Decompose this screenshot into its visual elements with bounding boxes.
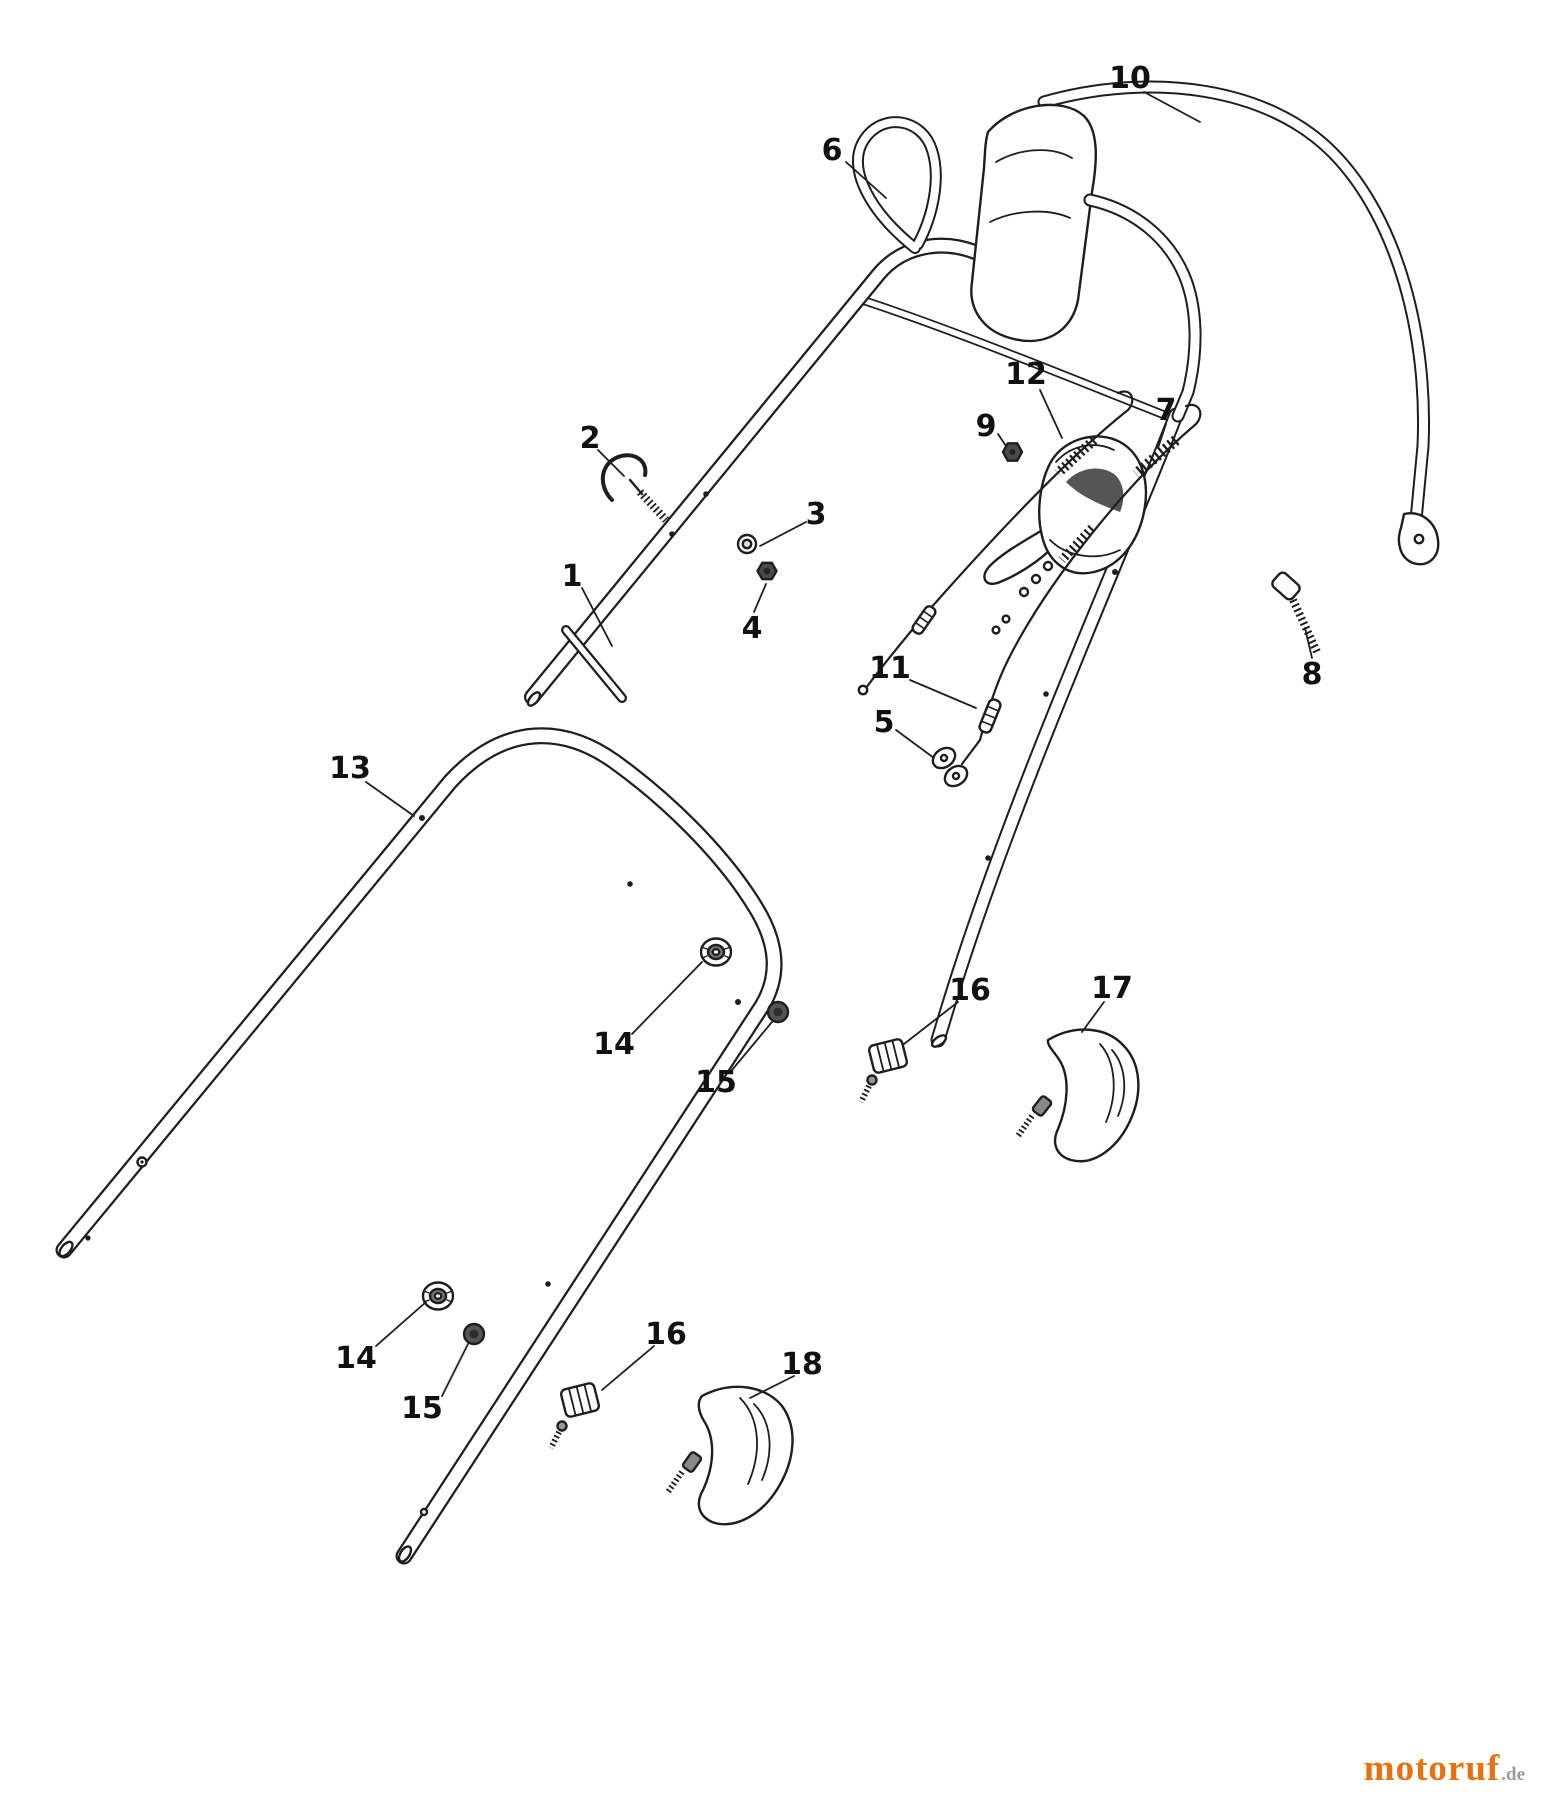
- part-labels: 1 2 3 4 5 6 7 8 9 10 11 12 13 14 15 16 1…: [329, 61, 1322, 1426]
- mount-hole: [419, 1507, 429, 1517]
- part-label-4: 4: [742, 611, 763, 646]
- cable-ring: [991, 625, 1001, 635]
- watermark-tld: .de: [1501, 1764, 1525, 1785]
- part-8-bolt: [1271, 571, 1322, 656]
- part-label-2: 2: [580, 421, 601, 456]
- handle-cross-strut: [857, 295, 1177, 423]
- cable-ring: [1001, 614, 1011, 624]
- part-label-18: 18: [781, 1347, 823, 1382]
- part-18-lock-lever: [665, 1385, 794, 1526]
- console-right-connector: [1083, 193, 1202, 423]
- cable-b-hook: [1116, 390, 1134, 412]
- part-label-15-lower: 15: [401, 1391, 443, 1426]
- part-label-1: 1: [562, 559, 583, 594]
- part-11-cable-adjuster: [978, 698, 1002, 734]
- watermark-brand: motoruf: [1363, 1748, 1501, 1789]
- part-12-throttle-control: [983, 435, 1148, 585]
- part-3-washer: [736, 533, 758, 555]
- part-label-5: 5: [874, 705, 895, 740]
- part-label-17: 17: [1091, 971, 1133, 1006]
- cable-ring: [1042, 560, 1054, 572]
- part-4-nut: [756, 561, 778, 581]
- part-label-15-upper: 15: [695, 1065, 737, 1100]
- part-15-nut-upper: [766, 1000, 790, 1024]
- leader-lines: [365, 91, 1313, 1399]
- part-label-7: 7: [1156, 393, 1177, 428]
- upper-handle-right-tube: [930, 407, 1184, 1048]
- cable-b: [864, 408, 1130, 690]
- part-9-nut: [1001, 442, 1024, 462]
- part-label-14-lower: 14: [335, 1341, 377, 1376]
- part-label-14-upper: 14: [593, 1027, 635, 1062]
- part-10-handle-bar: [1037, 80, 1440, 566]
- clip-screw-lower: [548, 1420, 568, 1450]
- part-5-cable-clamp: [931, 746, 969, 788]
- part-2-hook-bolt: [601, 453, 669, 523]
- part-6-grip-loop: [852, 116, 942, 254]
- watermark: motoruf .de: [1364, 1747, 1525, 1790]
- part-label-10: 10: [1109, 61, 1151, 96]
- handle-console-panel: [970, 103, 1098, 343]
- part-label-3: 3: [806, 497, 827, 532]
- cable-ring: [1018, 586, 1030, 598]
- clip-screw-upper: [858, 1074, 878, 1104]
- part-label-16-lower: 16: [645, 1317, 687, 1352]
- part-14-flange-washer-upper: [699, 937, 733, 967]
- part-7-throttle-cables: [857, 390, 1202, 766]
- tube-end-opening: [930, 1034, 948, 1048]
- part-label-13: 13: [329, 751, 371, 786]
- tube-end-opening: [397, 1545, 413, 1563]
- cable-end-nipple: [857, 684, 869, 696]
- part-17-lock-lever: [1015, 1028, 1140, 1163]
- part-15-nut-lower: [462, 1322, 486, 1346]
- tube-end-opening: [526, 691, 542, 707]
- throttle-body: [1038, 435, 1148, 575]
- tube-end-opening: [58, 1240, 74, 1258]
- cable-a-hook: [1184, 403, 1202, 426]
- part-label-8: 8: [1302, 657, 1323, 692]
- cable-adjuster-b: [911, 605, 937, 635]
- part-16-cable-clip-lower: [559, 1382, 601, 1418]
- cable-ring: [1030, 573, 1042, 585]
- part-label-11: 11: [869, 651, 911, 686]
- part-label-12: 12: [1005, 357, 1047, 392]
- cable-spring: [1058, 524, 1096, 564]
- part-14-flange-washer-lower: [421, 1281, 455, 1311]
- throttle-lever-arm: [983, 526, 1054, 585]
- part-13-lower-handle-tube: [55, 727, 783, 1565]
- part-label-16-upper: 16: [949, 973, 991, 1008]
- part-16-cable-clip-upper: [867, 1038, 909, 1074]
- part-label-6: 6: [822, 133, 843, 168]
- part-label-9: 9: [976, 409, 997, 444]
